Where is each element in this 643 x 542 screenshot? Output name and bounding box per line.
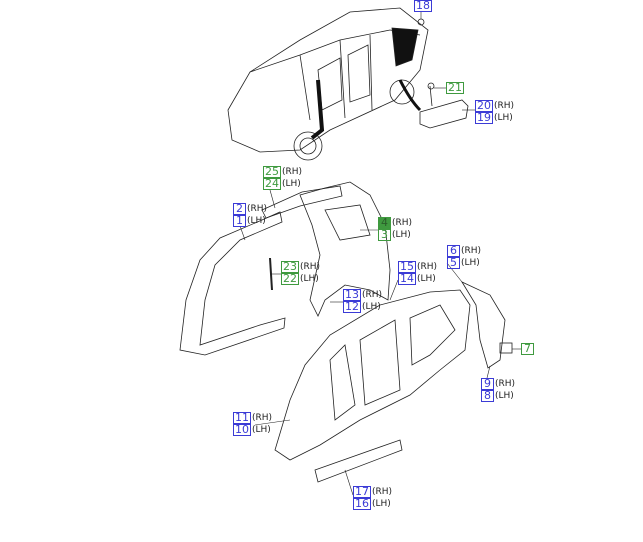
side-label: (LH) bbox=[461, 257, 480, 268]
callout-4-3[interactable]: 4(RH) 3(LH) bbox=[378, 217, 412, 241]
part-number[interactable]: 19 bbox=[475, 111, 493, 124]
part-number[interactable]: 1 bbox=[233, 215, 246, 227]
part-number[interactable]: 20 bbox=[475, 99, 493, 112]
roof-rail-panel bbox=[261, 185, 343, 219]
callout-15-14[interactable]: 15(RH) 14(LH) bbox=[398, 261, 437, 285]
part-number[interactable]: 9 bbox=[481, 378, 494, 390]
side-label: (LH) bbox=[495, 390, 514, 401]
side-label: (RH) bbox=[362, 289, 383, 300]
part-number[interactable]: 8 bbox=[481, 390, 494, 402]
part-number[interactable]: 13 bbox=[343, 288, 361, 301]
part-number[interactable]: 6 bbox=[447, 245, 460, 257]
side-label: (RH) bbox=[372, 486, 393, 497]
callout-7[interactable]: 7 bbox=[521, 343, 534, 355]
callout-17-16[interactable]: 17(RH) 16(LH) bbox=[353, 486, 392, 510]
callout-20-19[interactable]: 20(RH) 19(LH) bbox=[475, 100, 514, 124]
part-number[interactable]: 23 bbox=[281, 260, 299, 273]
callout-13-12[interactable]: 13(RH) 12(LH) bbox=[343, 289, 382, 313]
side-label: (LH) bbox=[282, 178, 301, 189]
part-number[interactable]: 11 bbox=[233, 411, 251, 424]
part-number[interactable]: 16 bbox=[353, 497, 371, 510]
bracket-part bbox=[417, 18, 469, 129]
side-label: (LH) bbox=[372, 498, 391, 509]
part-number[interactable]: 12 bbox=[343, 300, 361, 313]
pillar-a-panel bbox=[179, 211, 286, 356]
side-label: (LH) bbox=[252, 424, 271, 435]
quarter-inner-panel bbox=[299, 181, 391, 317]
side-label: (RH) bbox=[252, 412, 273, 423]
side-label: (RH) bbox=[392, 217, 413, 228]
side-label: (LH) bbox=[494, 112, 513, 123]
callout-9-8[interactable]: 9(RH) 8(LH) bbox=[481, 378, 515, 402]
part-number[interactable]: 21 bbox=[446, 81, 464, 94]
callout-21[interactable]: 21 bbox=[446, 82, 464, 94]
side-label: (RH) bbox=[494, 100, 515, 111]
side-label: (RH) bbox=[247, 203, 268, 214]
side-label: (LH) bbox=[247, 215, 266, 226]
part-number[interactable]: 10 bbox=[233, 423, 251, 436]
side-label: (RH) bbox=[282, 166, 303, 177]
part-number[interactable]: 2 bbox=[233, 203, 246, 215]
side-label: (LH) bbox=[417, 273, 436, 284]
part-number[interactable]: 18 bbox=[414, 0, 432, 12]
part-number[interactable]: 15 bbox=[398, 260, 416, 273]
side-label: (LH) bbox=[300, 273, 319, 284]
side-label: (LH) bbox=[362, 301, 381, 312]
leader-lines bbox=[239, 12, 521, 496]
side-label: (RH) bbox=[300, 261, 321, 272]
side-label: (RH) bbox=[461, 245, 482, 256]
side-outer-panel bbox=[274, 289, 471, 483]
side-label: (RH) bbox=[495, 378, 516, 389]
vehicle-illustration bbox=[227, 7, 429, 161]
callout-6-5[interactable]: 6(RH) 5(LH) bbox=[447, 245, 481, 269]
part-number[interactable]: 14 bbox=[398, 272, 416, 285]
callout-11-10[interactable]: 11(RH) 10(LH) bbox=[233, 412, 272, 436]
part-number[interactable]: 17 bbox=[353, 485, 371, 498]
part-number[interactable]: 24 bbox=[263, 177, 281, 190]
callout-18[interactable]: 18 bbox=[414, 0, 432, 12]
part-number[interactable]: 22 bbox=[281, 272, 299, 285]
side-label: (LH) bbox=[392, 229, 411, 240]
callout-23-22[interactable]: 23(RH) 22(LH) bbox=[281, 261, 320, 285]
part-number[interactable]: 7 bbox=[521, 343, 534, 355]
part-number[interactable]: 3 bbox=[378, 229, 391, 241]
part-number[interactable]: 5 bbox=[447, 257, 460, 269]
callout-2-1[interactable]: 2(RH) 1(LH) bbox=[233, 203, 267, 227]
side-label: (RH) bbox=[417, 261, 438, 272]
callout-25-24[interactable]: 25(RH) 24(LH) bbox=[263, 166, 302, 190]
rear-panel bbox=[460, 281, 513, 369]
part-number[interactable]: 25 bbox=[263, 165, 281, 178]
part-number-highlighted[interactable]: 4 bbox=[378, 217, 391, 229]
